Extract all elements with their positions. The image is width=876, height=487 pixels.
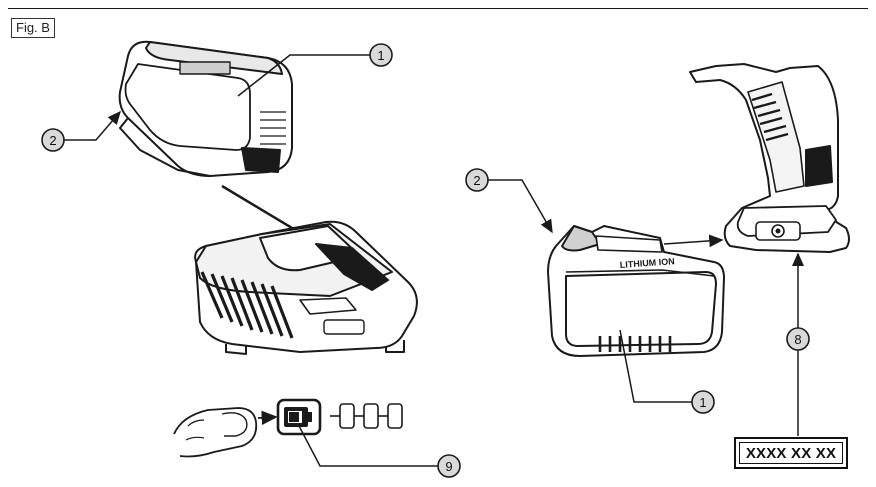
callout-leaders [64, 54, 804, 467]
press-arrow [257, 410, 278, 425]
date-code-box: XXXX XX XX [734, 437, 848, 469]
callout-badge-2-top: 2 [41, 128, 65, 152]
finger [173, 407, 258, 458]
date-code-text: XXXX XX XX [739, 442, 843, 464]
fuel-gauge-button [276, 398, 322, 436]
callout-number: 2 [473, 173, 480, 188]
figure-label: Fig. B [11, 18, 55, 38]
callout-badge-1-top: 1 [369, 43, 393, 67]
battery-pack-top [118, 40, 293, 177]
callout-badge-2-right: 2 [465, 168, 489, 192]
callout-badge-1-right: 1 [691, 390, 715, 414]
tool-handle [689, 63, 850, 253]
fuel-gauge-leds [330, 403, 403, 429]
callout-number: 1 [377, 48, 384, 63]
callout-badge-8: 8 [786, 327, 810, 351]
charger [194, 220, 418, 355]
callout-number: 8 [794, 332, 801, 347]
callout-number: 1 [699, 395, 706, 410]
callout-badge-9: 9 [437, 454, 461, 478]
callout-number: 9 [445, 459, 452, 474]
battery-pack-right: LITHIUM ION [547, 225, 725, 357]
top-rule [8, 8, 868, 9]
insert-arrow-tool [663, 234, 724, 248]
battery-side-text: LITHIUM ION [619, 256, 675, 270]
callout-number: 2 [49, 133, 56, 148]
